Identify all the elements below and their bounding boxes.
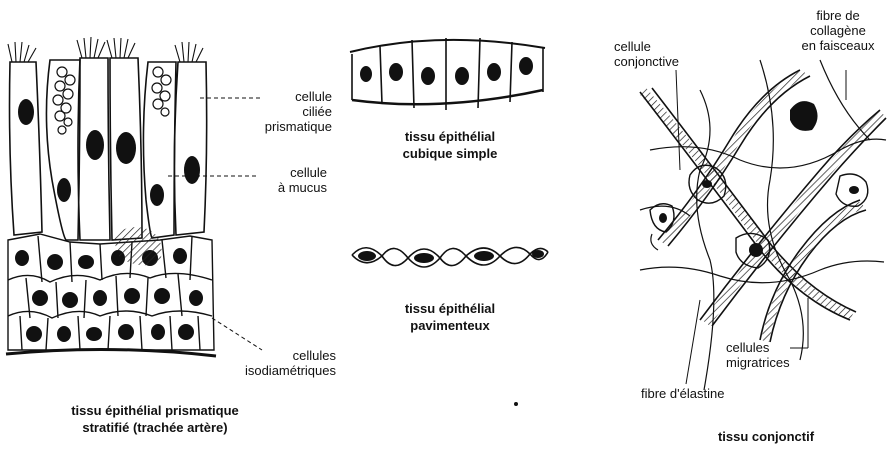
label-elastin-fiber: fibre d'élastine [641,386,724,401]
caption-line: tissu épithélial prismatique [10,402,300,419]
label-collagen-fiber: fibre de collagène en faisceaux [788,8,888,53]
label-line: cellule [614,39,679,54]
label-line: prismatique [232,119,332,134]
caption-connective: tissu conjonctif [686,428,846,445]
label-line: ciliée [232,104,332,119]
squamous-epithelium-drawing [352,247,548,267]
stratified-epithelium-drawing [6,37,216,356]
goblet-cell [46,60,80,240]
caption-line: cubique simple [370,145,530,162]
caption-line: stratifié (trachée artère) [10,419,300,436]
caption-line: tissu épithélial [370,300,530,317]
label-ciliated-cell: cellule ciliée prismatique [232,89,332,134]
label-line: migratrices [726,355,790,370]
label-connective-cell: cellule conjonctive [614,39,679,69]
label-mucus-cell: cellule à mucus [232,165,327,195]
label-line: conjonctive [614,54,679,69]
label-line: collagène [788,23,888,38]
caption-squamous: tissu épithélial pavimenteux [370,300,530,334]
caption-line: tissu épithélial [370,128,530,145]
label-line: cellules [226,348,336,363]
label-line: cellule [232,165,327,180]
label-isodiametric-cells: cellules isodiamétriques [226,348,336,378]
label-line: à mucus [232,180,327,195]
label-migratory-cells: cellules migratrices [726,340,790,370]
label-line: en faisceaux [788,38,888,53]
caption-cuboidal: tissu épithélial cubique simple [370,128,530,162]
caption-line: pavimenteux [370,317,530,334]
label-line: cellule [232,89,332,104]
speck [514,402,518,406]
mucus-granules [53,67,171,134]
goblet-cell [143,62,176,238]
ciliated-cell [174,62,206,235]
ciliated-cell [10,62,43,235]
cuboidal-epithelium-drawing [350,38,545,110]
label-line: cellules [726,340,790,355]
label-line: isodiamétriques [226,363,336,378]
label-line: fibre de [788,8,888,23]
caption-stratified: tissu épithélial prismatique stratifié (… [10,402,300,436]
